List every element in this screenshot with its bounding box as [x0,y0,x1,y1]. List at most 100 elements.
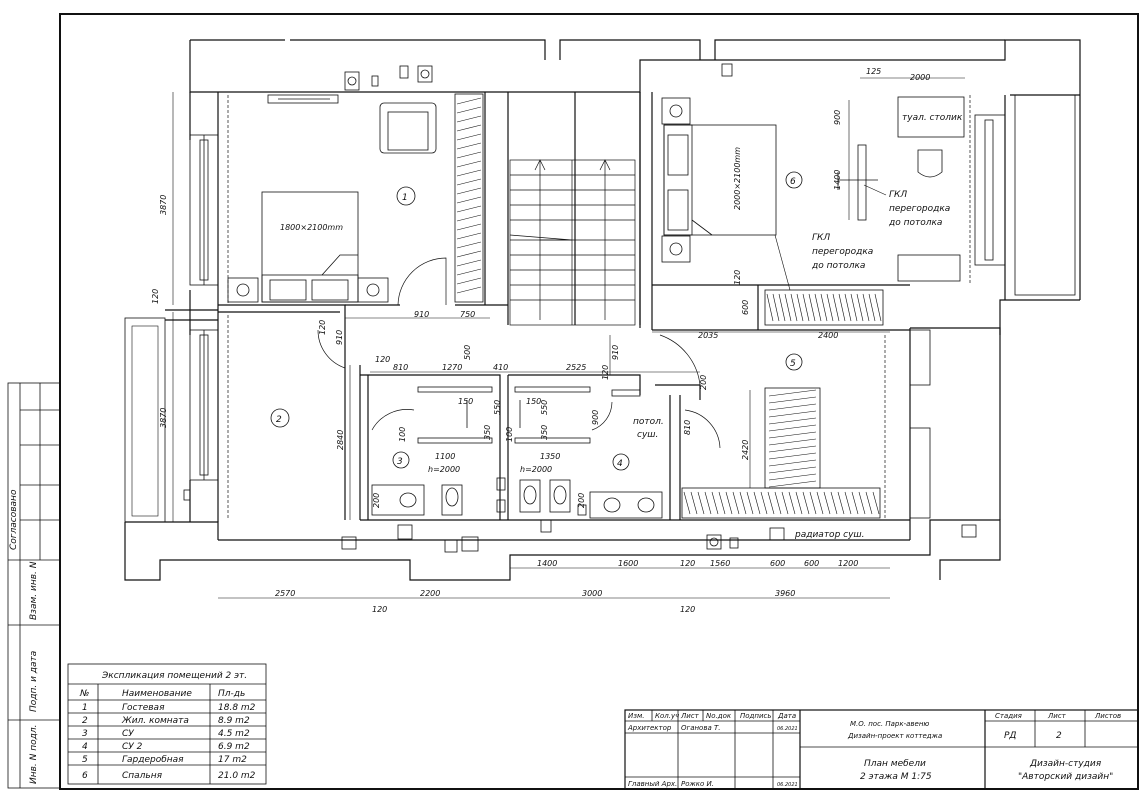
tb-drawing-1: План мебели [864,759,926,769]
hatch-line [872,491,880,515]
dim-120-door: 120 [318,320,327,335]
hatch-line [816,491,824,515]
room-marker-1 [396,186,416,206]
hatch-line [768,459,817,467]
hatch-line [844,491,852,515]
dim-1270: 1270 [442,363,462,372]
hatch-line [858,491,866,515]
room-marker-6 [785,171,803,189]
tb-h-kol: Кол.уч [655,712,679,720]
explication-title: Экспликация помещений 2 эт. [101,671,247,681]
tb-h-ndok: Nо.док [706,712,732,720]
hatch-line [760,491,768,515]
dim-150-right: 150 [526,397,541,406]
tb-h-izm: Изм. [628,712,644,720]
interior-walls [218,92,910,521]
hatch-line [456,124,482,132]
tb-h-podp: Подпись [740,712,772,720]
table-cell: 6 [82,771,88,781]
table-cell: 4 [82,742,88,752]
staircase [509,159,636,326]
dim-910-top: 910 [414,310,429,319]
hatch-line [456,268,482,276]
dim-350-left: 350 [483,425,492,440]
dim-200-r4b: 200 [577,493,586,508]
hatch-line [456,142,482,150]
hatch-line [788,491,796,515]
tb-org-2: "Авторский дизайн" [1018,772,1113,782]
ceiling-dryer-label: потол. [633,417,664,427]
vanity-table-label: туал. столик [902,113,963,123]
room-marker-3 [392,451,410,469]
table-cell: Спальня [122,771,163,781]
hatch-line [456,169,482,177]
table-cell: СУ 2 [122,742,143,752]
dim-410: 410 [493,363,508,372]
doors [317,257,721,449]
hatch-line [456,187,482,195]
dim-500: 500 [463,345,472,360]
room-marker-5 [785,353,803,371]
hatch-line [768,396,817,404]
tb-project-1: М.О. пос. Парк-авеню [850,720,929,728]
room-number-4: 4 [617,459,623,469]
dim-900-r4: 900 [591,410,600,425]
hatch-line [683,491,691,515]
tb-r2-name: Рожко И. [681,780,714,788]
hatch-line [768,473,817,481]
room-marker-4 [612,453,630,471]
tb-org-1: Дизайн-студия [1029,759,1102,769]
table-cell: 3 [82,729,88,739]
tb-project-2: Дизайн-проект коттеджа [847,732,942,740]
dim-1200: 1200 [838,559,858,568]
hatch-line [768,417,817,425]
dim-120-total1: 120 [372,605,387,614]
dim-2525: 2525 [566,363,586,372]
gkl-label-2b: перегородка [812,247,873,257]
gkl-label-1c: до потолка [888,218,942,228]
dim-3870-bottom: 3870 [159,408,168,428]
dim-150-left: 150 [458,397,473,406]
height-label-left: h=2000 [428,465,460,474]
dim-550-right: 550 [540,400,549,415]
dashed-lines [227,95,971,520]
dim-810: 810 [393,363,408,372]
hatch-line [718,491,726,515]
hatch-line [456,286,482,294]
hatch-line [809,491,817,515]
tb-sheet: 2 [1056,731,1062,741]
table-cell: СУ [122,729,134,739]
gkl-label-2c: до потолка [811,261,865,271]
dimension-lines [172,77,965,599]
table-cell: 5 [82,755,88,765]
hatch-line [832,293,840,322]
tb-h-list: Лист [680,712,700,720]
hatch-line [768,445,817,453]
hatch-line [768,466,817,474]
stamp-inv-replace: Взам. инв. N [29,561,39,620]
hatch-line [784,293,792,322]
top-small-items [344,63,733,91]
hatch-line [856,293,864,322]
hatch-line [768,403,817,411]
dim-200-r3: 200 [372,493,381,508]
dim-1400-bottom: 1400 [537,559,557,568]
hatch-line [850,293,858,322]
hatch-line [772,293,780,322]
dim-2200: 2200 [420,589,440,598]
dim-120-total2: 120 [680,605,695,614]
hatch-line [456,277,482,285]
hatch-line [766,293,774,322]
tb-h-stage: Стадия [995,712,1022,720]
hatch-line [851,491,859,515]
stamp-sign-date: Подп. и дата [29,651,39,712]
bottom-small-items [183,477,587,553]
hatch-line [865,491,873,515]
ceiling-dryer-label-b: суш. [637,430,658,440]
room-1-furniture [227,93,484,303]
dim-2000: 2000 [910,73,930,82]
hatch-line [768,480,817,488]
table-cell: 21.0 m2 [218,771,256,781]
